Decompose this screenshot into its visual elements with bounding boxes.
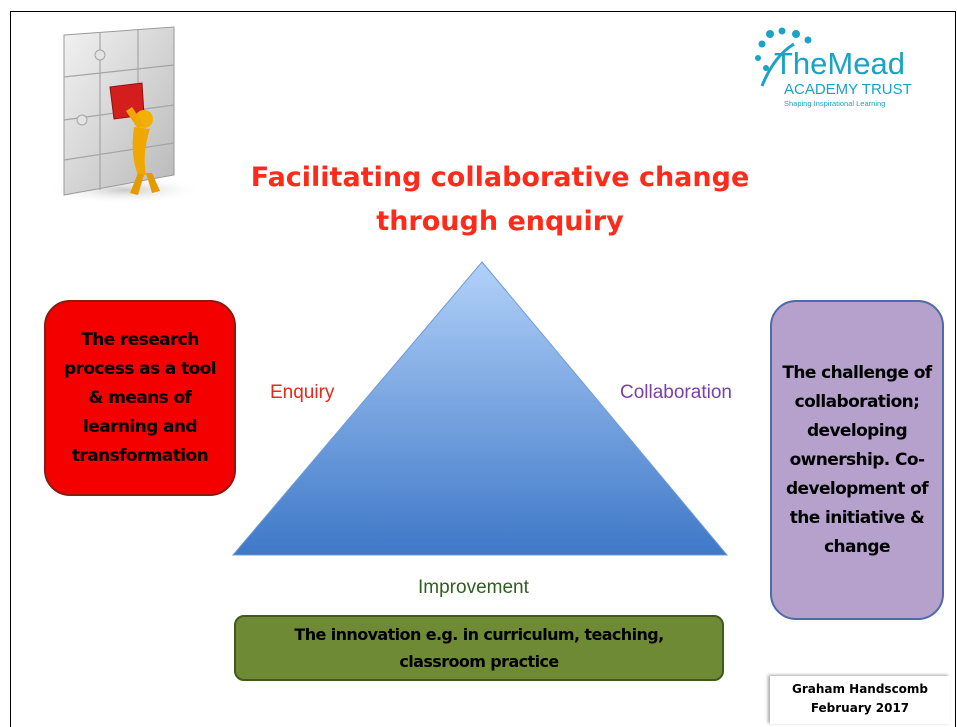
innovation-box: The innovation e.g. in curriculum, teach… bbox=[234, 615, 724, 681]
innovation-text: The innovation e.g. in curriculum, teach… bbox=[294, 625, 664, 671]
mead-academy-logo: TheMead ACADEMY TRUST Shaping Inspiratio… bbox=[755, 27, 912, 108]
logo-tagline: Shaping Inspirational Learning bbox=[784, 99, 885, 108]
improvement-label: Improvement bbox=[418, 577, 529, 598]
puzzle-illustration bbox=[44, 26, 202, 204]
slide-frame bbox=[10, 11, 956, 727]
slide-title-line2: through enquiry bbox=[376, 206, 624, 237]
slide-title-line1: Facilitating collaborative change bbox=[250, 162, 750, 193]
collaboration-challenge-box: The challenge of collaboration; developi… bbox=[770, 300, 944, 620]
author-name: Graham Handscomb bbox=[791, 682, 929, 696]
enquiry-triangle bbox=[231, 261, 729, 556]
research-process-box: The research process as a tool & means o… bbox=[44, 300, 236, 496]
logo-tree-icon bbox=[755, 27, 812, 87]
author-credit: Graham Handscomb February 2017 bbox=[770, 676, 950, 724]
slide-title: Facilitating collaborative change throug… bbox=[220, 156, 780, 244]
logo-subtitle: ACADEMY TRUST bbox=[784, 81, 912, 98]
logo-name: TheMead bbox=[774, 46, 905, 81]
enquiry-label: Enquiry bbox=[270, 382, 335, 403]
collaboration-challenge-text: The challenge of collaboration; developi… bbox=[782, 362, 932, 557]
author-date: February 2017 bbox=[810, 701, 910, 715]
collaboration-label: Collaboration bbox=[620, 382, 732, 403]
research-process-text: The research process as a tool & means o… bbox=[63, 329, 217, 466]
